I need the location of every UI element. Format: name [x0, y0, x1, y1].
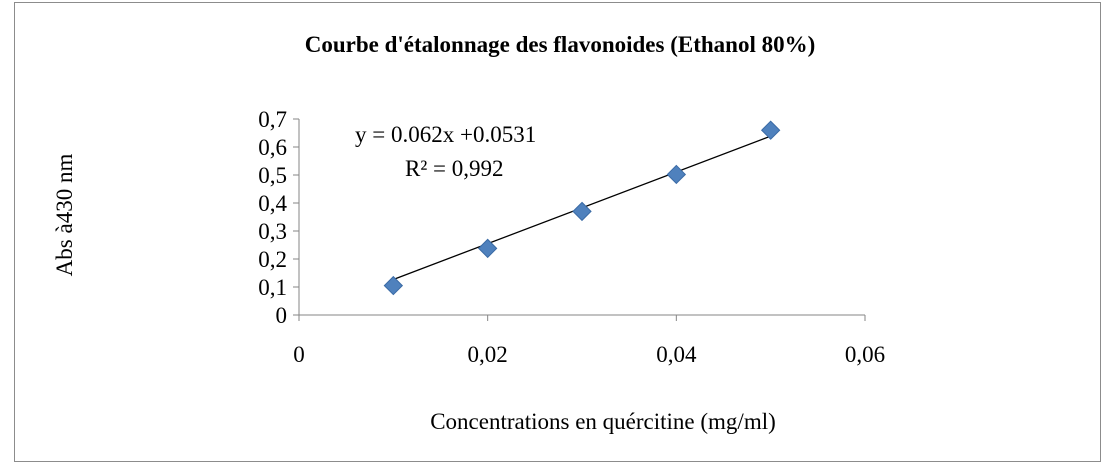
data-point [572, 201, 592, 222]
data-point [383, 275, 404, 296]
chart-svg: Courbe d'étalonnage des flavonoides (Eth… [52, 32, 885, 434]
x-axis-label: Concentrations en quércitine (mg/ml) [430, 409, 776, 434]
y-tick-label: 0,6 [258, 135, 287, 160]
y-tick-label: 0 [276, 303, 288, 328]
y-tick-label: 0,3 [258, 219, 287, 244]
y-tick-label: 0,4 [258, 191, 287, 216]
points-group [383, 120, 781, 296]
y-tick-label: 0,1 [258, 275, 287, 300]
y-tick-label: 0,5 [258, 163, 287, 188]
equation-annotation: y = 0.062x +0.0531 [355, 122, 536, 147]
y-tick-label: 0,7 [258, 107, 287, 132]
r-squared-annotation: R² = 0,992 [405, 156, 503, 181]
x-tick-label: 0,02 [468, 342, 508, 367]
chart-title: Courbe d'étalonnage des flavonoides (Eth… [305, 32, 816, 57]
chart-frame: Courbe d'étalonnage des flavonoides (Eth… [14, 2, 1101, 462]
data-point [666, 164, 687, 185]
data-point [477, 238, 498, 259]
y-tick-label: 0,2 [258, 247, 287, 272]
y-axis-label: Abs à430 nm [52, 154, 77, 277]
x-tick-label: 0,04 [656, 342, 697, 367]
data-point [760, 120, 781, 140]
x-tick-label: 0 [293, 342, 305, 367]
ticks: 0 0,1 0,2 0,3 0,4 0,5 0,6 0,7 0 0,02 0,04 0,06 [258, 107, 885, 367]
axes [298, 119, 865, 316]
x-tick-label: 0,06 [845, 342, 885, 367]
